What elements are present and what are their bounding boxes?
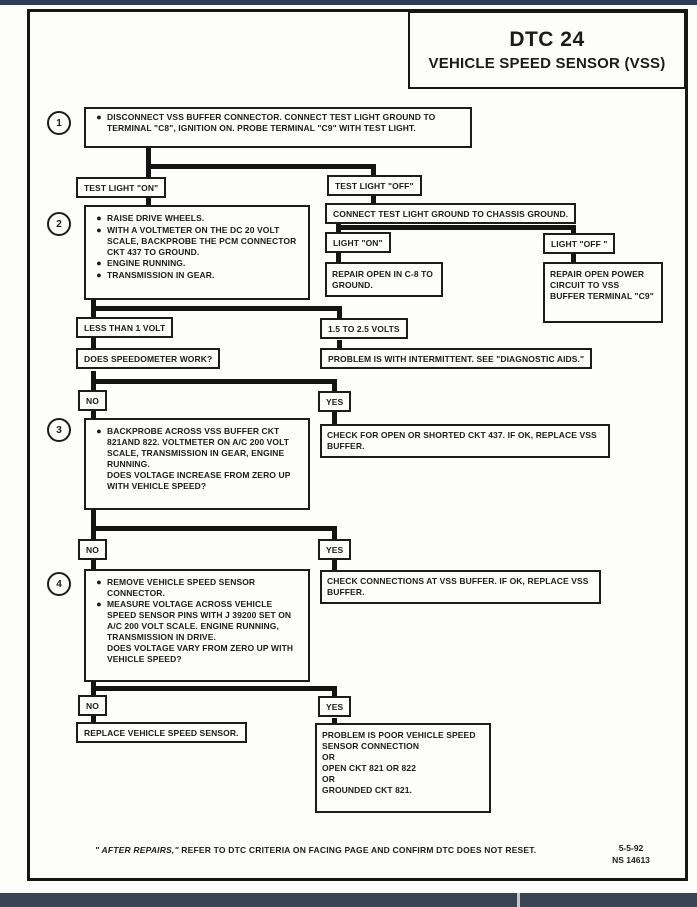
step4-question: DOES VOLTAGE VARY FROM ZERO UP WITH VEHI… (107, 643, 294, 665)
connector-line (371, 164, 376, 177)
connect-chassis-box: CONNECT TEST LIGHT GROUND TO CHASSIS GRO… (325, 203, 577, 225)
test-light-off-label: TEST LIGHT "OFF" (327, 175, 422, 197)
repair-open-c8-box: REPAIR OPEN IN C-8 TO GROUND. (325, 262, 443, 297)
bullet-icon: ● (96, 257, 102, 268)
connector-line (332, 412, 337, 425)
connector-line (332, 379, 337, 391)
check-ckt437-box: CHECK FOR OPEN OR SHORTED CKT 437. IF OK… (320, 424, 610, 458)
connector-line (332, 526, 337, 539)
connector-line (336, 225, 576, 230)
connector-line (332, 686, 337, 697)
step3-question: DOES VOLTAGE INCREASE FROM ZERO UP WITH … (107, 470, 291, 492)
connector-line (146, 148, 151, 177)
1-5-to-2-5-volts-label: 1.5 TO 2.5 VOLTS (320, 318, 408, 340)
step-number-circle: 3 (47, 418, 71, 442)
page-title: DTC 24 (509, 28, 585, 51)
footer-note-rest: REFER TO DTC CRITERIA ON FACING PAGE AND… (178, 845, 537, 855)
step2-instruction-box: ● RAISE DRIVE WHEELS. ● WITH A VOLTMETER O… (84, 205, 310, 300)
step-number: 3 (56, 424, 62, 436)
page-border-frame (27, 9, 688, 881)
intermittent-box: PROBLEM IS WITH INTERMITTENT. SEE "DIAGN… (320, 348, 593, 370)
no-label: NO (78, 390, 107, 412)
less-than-1-volt-label: LESS THAN 1 VOLT (76, 317, 174, 339)
connector-line (91, 560, 96, 569)
repair-open-power-box: REPAIR OPEN POWER CIRCUIT TO VSS BUFFER … (543, 262, 663, 323)
step2-bullet: ENGINE RUNNING. (107, 257, 186, 268)
step1-text: DISCONNECT VSS BUFFER CONNECTOR. CONNECT… (107, 112, 436, 134)
page-subtitle: VEHICLE SPEED SENSOR (VSS) (428, 55, 666, 72)
footer-note-italic: " AFTER REPAIRS," (95, 845, 179, 855)
bullet-icon: ● (96, 577, 102, 587)
bullet-icon: ● (96, 599, 102, 610)
light-off-label: LIGHT "OFF " (543, 233, 616, 255)
step4-bullet: REMOVE VEHICLE SPEED SENSOR CONNECTOR. (107, 577, 256, 599)
bullet-icon: ● (96, 213, 102, 223)
yes-label: YES (318, 539, 352, 561)
bullet-icon: ● (96, 426, 102, 436)
step-number-circle: 4 (47, 572, 71, 596)
bullet-icon: ● (96, 112, 102, 122)
step3-bullet: BACKPROBE ACROSS VSS BUFFER CKT 821AND 8… (107, 426, 290, 470)
connector-line (91, 510, 96, 539)
speedometer-question-box: DOES SPEEDOMETER WORK? (76, 348, 221, 370)
step-number: 1 (56, 117, 62, 129)
check-connections-box: CHECK CONNECTIONS AT VSS BUFFER. IF OK, … (320, 570, 601, 604)
connector-line (91, 716, 96, 723)
problem-poor-connection-box: PROBLEM IS POOR VEHICLE SPEED SENSOR CON… (315, 723, 491, 813)
step-number: 4 (56, 578, 62, 590)
connector-line (91, 338, 96, 348)
connector-line (146, 164, 376, 169)
connector-line (146, 198, 151, 206)
yes-label: YES (318, 696, 352, 718)
connector-line (91, 686, 337, 691)
step3-instruction-box: ● BACKPROBE ACROSS VSS BUFFER CKT 821AND … (84, 418, 310, 510)
connector-line (371, 196, 376, 204)
no-label: NO (78, 695, 107, 717)
bullet-icon: ● (96, 224, 102, 235)
connector-line (332, 560, 337, 571)
step-number-circle: 1 (47, 111, 71, 135)
step-number-circle: 2 (47, 212, 71, 236)
step2-bullet: RAISE DRIVE WHEELS. (107, 213, 205, 223)
no-label: NO (78, 539, 107, 561)
top-window-bar (0, 0, 697, 5)
document-ids: 5-5-92 NS 14613 (600, 842, 662, 867)
step-number: 2 (56, 218, 62, 230)
footer-note: " AFTER REPAIRS," REFER TO DTC CRITERIA … (95, 845, 575, 855)
replace-sensor-box: REPLACE VEHICLE SPEED SENSOR. (76, 722, 247, 744)
step2-bullet: TRANSMISSION IN GEAR. (107, 269, 215, 280)
bottom-window-bar (0, 893, 697, 907)
connector-line (336, 253, 341, 263)
doc-number: NS 14613 (612, 855, 650, 866)
test-light-on-label: TEST LIGHT "ON" (76, 177, 167, 199)
light-on-label: LIGHT "ON" (325, 232, 391, 254)
connector-line (571, 225, 576, 234)
connector-line (337, 340, 342, 348)
yes-label: YES (318, 391, 352, 413)
step4-instruction-box: ●REMOVE VEHICLE SPEED SENSOR CONNECTOR. … (84, 569, 310, 682)
bullet-icon: ● (96, 269, 102, 280)
step4-bullet: MEASURE VOLTAGE ACROSS VEHICLE SPEED SEN… (107, 599, 292, 643)
connector-line (332, 718, 337, 724)
connector-line (91, 411, 96, 418)
doc-date: 5-5-92 (618, 843, 644, 853)
connector-line (91, 379, 337, 384)
connector-line (571, 254, 576, 263)
title-box: DTC 24 VEHICLE SPEED SENSOR (VSS) (408, 11, 686, 89)
step1-instruction-box: ● DISCONNECT VSS BUFFER CONNECTOR. CONNE… (84, 107, 472, 148)
connector-line (91, 526, 337, 531)
connector-line (91, 306, 342, 311)
bottom-bar-divider (517, 893, 520, 907)
step2-bullet: WITH A VOLTMETER ON THE DC 20 VOLT SCALE… (107, 224, 297, 257)
connector-line (337, 306, 342, 318)
